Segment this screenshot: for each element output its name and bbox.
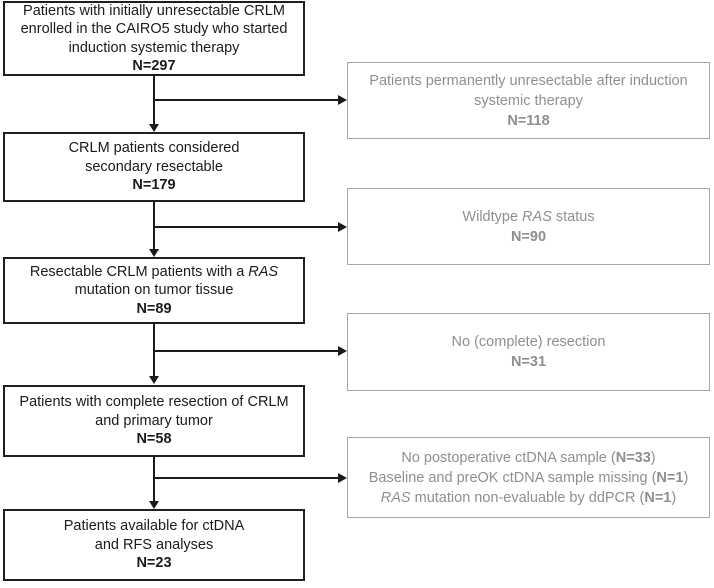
flow-box-complete-resection: Patients with complete resection of CRLM… [3, 385, 305, 457]
box-text-line: Patients with complete resection of CRLM [19, 394, 289, 411]
arrow-down-icon-2 [149, 249, 159, 257]
box-text-line: Baseline and preOK ctDNA sample missing … [368, 469, 689, 486]
box-text-line: RAS mutation non-evaluable by ddPCR (N=1… [380, 489, 677, 506]
box-text-line: No postoperative ctDNA sample (N=33) [401, 449, 656, 466]
box-text-line: CRLM patients considered [68, 140, 240, 157]
box-text-line: and RFS analyses [94, 536, 214, 553]
box-text-line: Wildtype RAS status [462, 208, 595, 225]
connector-branch-line-1 [154, 99, 338, 101]
arrow-right-icon-4 [338, 473, 347, 483]
connector-branch-line-4 [154, 477, 338, 479]
arrow-right-icon-3 [338, 346, 347, 356]
arrow-down-icon-1 [149, 124, 159, 132]
box-text-line: Patients with initially unresectable CRL… [23, 2, 285, 19]
box-text-line: N=118 [507, 112, 550, 129]
box-text-line: and primary tumor [95, 412, 213, 429]
box-text-line: Resectable CRLM patients with a RAS [29, 263, 279, 280]
box-text-line: N=89 [136, 300, 172, 317]
box-text-line: N=23 [136, 555, 172, 572]
box-text-line: N=58 [136, 431, 172, 448]
box-text-line: Patients available for ctDNA [63, 518, 245, 535]
box-text-line: enrolled in the CAIRO5 study who started [20, 21, 288, 37]
connector-vertical-line-2 [153, 202, 155, 249]
box-text-line: N=297 [132, 58, 176, 74]
arrow-right-icon-2 [338, 222, 347, 232]
box-text-line: Patients permanently unresectable after … [369, 72, 688, 89]
flow-box-enrolled: Patients with initially unresectable CRL… [3, 1, 305, 76]
exclusion-box-permanently-unresectable: Patients permanently unresectable after … [347, 62, 710, 139]
arrow-down-icon-3 [149, 376, 159, 384]
connector-branch-line-2 [154, 226, 338, 228]
connector-branch-line-3 [154, 350, 338, 352]
box-text-line: N=90 [510, 228, 547, 245]
box-text-line: N=179 [132, 177, 176, 194]
box-text-line: secondary resectable [85, 158, 223, 175]
arrow-down-icon-4 [149, 501, 159, 509]
box-text-line: N=31 [510, 354, 547, 370]
box-text-line: mutation on tumor tissue [74, 282, 234, 299]
arrow-right-icon-1 [338, 95, 347, 105]
box-text-line: induction systemic therapy [68, 39, 240, 56]
box-text-line: No (complete) resection [451, 334, 606, 350]
connector-vertical-line-4 [153, 457, 155, 501]
box-text-line: systemic therapy [474, 92, 583, 109]
flow-box-ras-mutation: Resectable CRLM patients with a RAS mutat… [3, 257, 305, 324]
exclusion-box-excluded-samples: No postoperative ctDNA sample (N=33) Base… [347, 437, 710, 518]
